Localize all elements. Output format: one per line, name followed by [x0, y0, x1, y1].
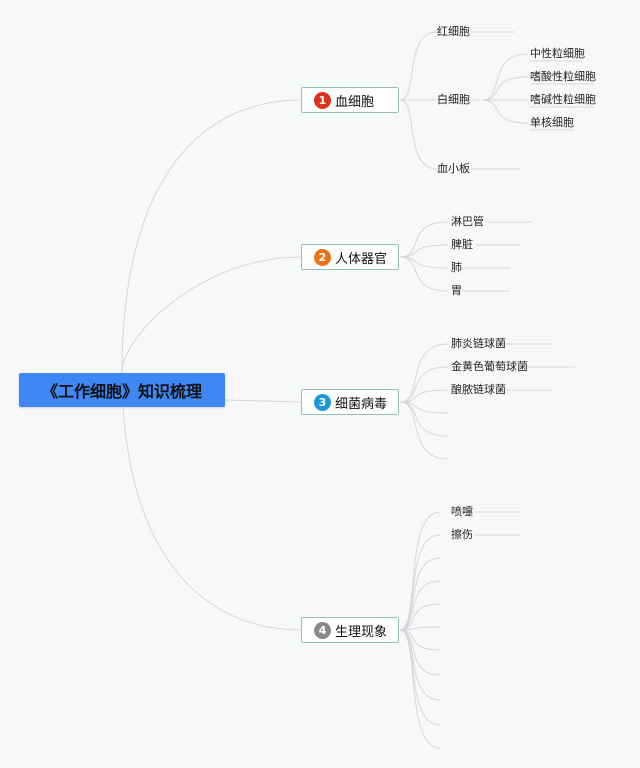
- topic-basophil[interactable]: 嗜碱性粒细胞: [530, 93, 596, 106]
- branch-label: 血细胞: [335, 94, 375, 110]
- sub-connector: [481, 76, 529, 101]
- branch-connector: [399, 629, 441, 701]
- topic-lymphatic-vessel[interactable]: 淋巴管: [451, 215, 484, 228]
- topic-platelet[interactable]: 血小板: [437, 162, 470, 175]
- branch-connector: [399, 256, 449, 269]
- branch-connector: [399, 244, 449, 258]
- topic-spleen[interactable]: 脾脏: [451, 238, 473, 251]
- branch-connector: [399, 629, 441, 726]
- branch-blood-cells[interactable]: 1 血细胞: [301, 87, 399, 113]
- topic-stomach[interactable]: 胃: [451, 284, 462, 297]
- branch-connector: [399, 221, 449, 258]
- branch-label: 人体器官: [335, 251, 388, 267]
- topic-pneumococcus[interactable]: 肺炎链球菌: [451, 337, 506, 350]
- root-connector: [121, 256, 302, 373]
- root-topic-label: 《工作细胞》知识梳理: [41, 382, 202, 401]
- branch-connector: [399, 256, 449, 292]
- number-2-badge: 2: [314, 248, 331, 266]
- branch-physiology[interactable]: 4 生理现象: [301, 617, 399, 643]
- topic-monocyte[interactable]: 单核细胞: [530, 116, 574, 129]
- branch-connector: [399, 629, 441, 651]
- branch-connector: [399, 343, 449, 403]
- root-connector: [121, 371, 302, 631]
- topic-red-blood-cell[interactable]: 红细胞: [437, 25, 470, 38]
- root-connector: [224, 399, 302, 403]
- branch-connector: [399, 557, 441, 631]
- branch-connector: [399, 366, 449, 403]
- root-connector: [121, 99, 302, 373]
- sub-connector: [481, 53, 529, 101]
- branch-connector: [399, 511, 441, 631]
- branch-connector: [399, 603, 441, 631]
- topic-staph-aureus[interactable]: 金黄色葡萄球菌: [451, 360, 528, 373]
- topic-abrasion[interactable]: 擦伤: [451, 528, 473, 541]
- branch-connector: [399, 31, 438, 101]
- branch-connector: [399, 401, 449, 460]
- topic-eosinophil[interactable]: 嗜酸性粒细胞: [530, 70, 596, 83]
- branch-connector: [399, 389, 449, 403]
- branch-connector: [399, 629, 441, 749]
- topic-neutrophil[interactable]: 中性粒细胞: [530, 47, 585, 60]
- topic-sneeze[interactable]: 喷嚏: [451, 505, 473, 518]
- branch-label: 生理现象: [335, 624, 388, 640]
- sub-connector: [481, 99, 529, 124]
- number-4-badge: 4: [314, 621, 331, 639]
- topic-lung[interactable]: 肺: [451, 261, 462, 274]
- branch-connector: [399, 580, 441, 631]
- topic-white-blood-cell[interactable]: 白细胞: [437, 93, 470, 106]
- root-topic[interactable]: 《工作细胞》知识梳理: [19, 373, 225, 407]
- branch-connector: [399, 401, 449, 437]
- branch-connector: [399, 626, 441, 631]
- branch-connector: [399, 401, 449, 414]
- topic-strep-pyogenes[interactable]: 酿脓链球菌: [451, 383, 506, 396]
- number-3-badge: 3: [314, 393, 331, 411]
- branch-connector: [399, 534, 441, 631]
- branch-bacteria-viruses[interactable]: 3 细菌病毒: [301, 389, 399, 415]
- branch-connector: [399, 629, 441, 676]
- branch-connector: [399, 99, 438, 170]
- number-1-badge: 1: [314, 91, 331, 109]
- branch-organs[interactable]: 2 人体器官: [301, 244, 399, 270]
- branch-label: 细菌病毒: [335, 396, 388, 412]
